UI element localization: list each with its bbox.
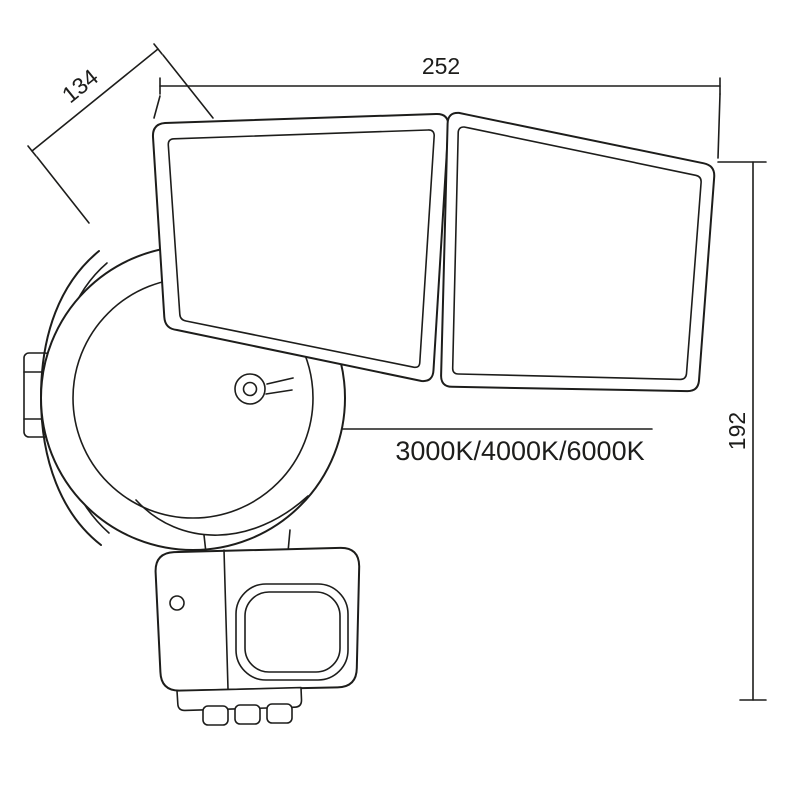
right-head-face [451,126,702,381]
color-temp-leader: 3000K/4000K/6000K [341,428,653,466]
dim-depth-label: 134 [57,63,103,107]
pivot-knob-inner [242,381,258,397]
dim-width-label: 252 [422,53,460,79]
sensor-window-outer [235,583,349,681]
dimension-width: 252 [153,53,721,159]
sensor-neck-left [203,534,207,554]
sensor-face-divider [223,549,229,690]
depth-tick-lower [27,145,37,157]
right-lamp-head [440,111,716,393]
color-temp-label: 3000K/4000K/6000K [395,436,644,466]
dimension-height: 192 [717,161,767,701]
left-head-face [167,129,435,369]
dim-height-label: 192 [724,412,750,450]
pivot-pointer-top [266,377,294,385]
connector-tab-1 [202,705,229,726]
sensor-screw [169,595,185,611]
motion-sensor [154,546,361,726]
depth-tick-upper [153,43,163,55]
sensor-window-inner [244,591,341,673]
width-extension-left [153,95,161,119]
base-lower-housing-arc [135,495,309,536]
pivot-pointer-bottom [265,389,293,395]
terminal-connector [176,686,303,726]
left-lamp-head [151,112,450,383]
left-head-outline [151,112,450,383]
pivot-knob-outer [234,373,266,405]
pivot-knob [234,373,294,405]
depth-extension-lower [36,156,90,224]
connector-tab-2 [234,704,261,725]
right-head-outline [440,111,716,393]
connector-tab-3 [266,703,293,724]
width-extension-right [717,93,721,159]
depth-dim-line [31,48,159,152]
